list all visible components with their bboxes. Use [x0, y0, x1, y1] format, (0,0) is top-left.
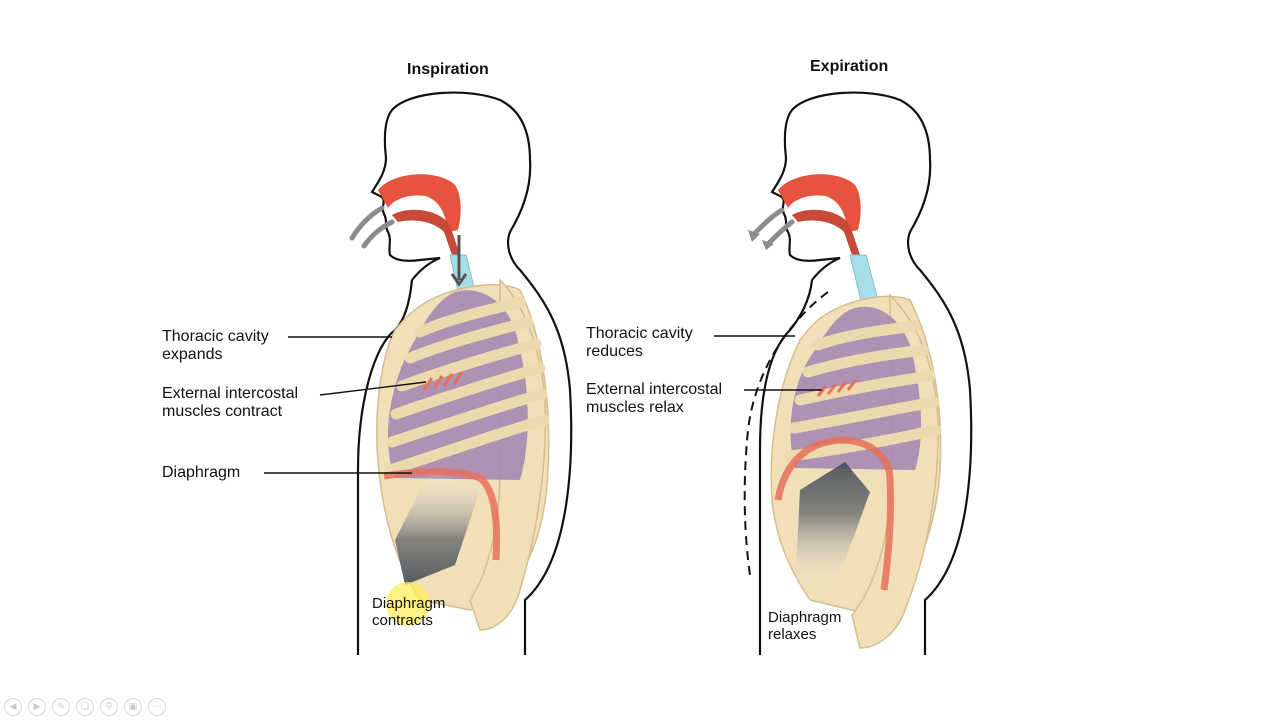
- copy-icon[interactable]: ❏: [76, 698, 94, 716]
- label-line: reduces: [586, 343, 643, 360]
- next-icon[interactable]: ▶: [28, 698, 46, 716]
- exhale-arrowheads: [748, 230, 774, 250]
- diaphragm-muscle: [774, 436, 895, 591]
- more-icon[interactable]: ⋯: [148, 698, 166, 716]
- diaphragm-muscle: [383, 468, 501, 561]
- label-line: External intercostal: [162, 385, 299, 402]
- diaphragm-down-arrow: [395, 470, 480, 585]
- ribs: [384, 296, 550, 476]
- inhale-arrows: [349, 205, 395, 249]
- diaphragm-relaxes-label: Diaphragm relaxes: [768, 609, 841, 643]
- label-line: Thoracic cavity: [586, 325, 693, 342]
- slides-icon[interactable]: ▣: [124, 698, 142, 716]
- label-line: expands: [162, 346, 223, 363]
- intercostal-muscle: [422, 371, 464, 391]
- thoracic-cavity-label: Thoracic cavity expands: [162, 328, 269, 364]
- diaphragm-contracts-label: Diaphragm contracts: [372, 595, 445, 629]
- body-outline: [758, 91, 973, 655]
- label-line: Diaphragm: [768, 609, 842, 626]
- nasal-airway: [378, 174, 461, 232]
- label-line: Thoracic cavity: [162, 328, 269, 345]
- expiration-figure: [714, 91, 973, 655]
- exhale-arrows: [751, 207, 795, 247]
- zoom-icon[interactable]: ⚲: [100, 698, 118, 716]
- oral-airway: [392, 209, 460, 255]
- expiration-title: Expiration: [810, 58, 889, 75]
- label-line: contracts: [372, 612, 433, 629]
- intercostal-muscle: [816, 379, 858, 397]
- label-line: relaxes: [768, 626, 817, 643]
- label-line: muscles contract: [162, 403, 283, 420]
- presentation-toolbar: ◀ ▶ ✎ ❏ ⚲ ▣ ⋯: [4, 698, 166, 716]
- cursor-highlight: [386, 582, 430, 626]
- intercostal-leader: [319, 381, 427, 396]
- airflow-arrow: [450, 235, 468, 287]
- label-line: Diaphragm: [372, 595, 446, 612]
- prev-icon[interactable]: ◀: [4, 698, 22, 716]
- pen-icon[interactable]: ✎: [52, 698, 70, 716]
- label-line: muscles relax: [586, 399, 684, 416]
- intercostal-label: External intercostal muscles contract: [162, 385, 298, 421]
- body-outline: [356, 91, 573, 655]
- nasal-airway: [778, 174, 861, 232]
- label-line: External intercostal: [586, 381, 723, 398]
- thoracic-cavity-label: Thoracic cavity reduces: [586, 325, 693, 361]
- inspiration-figure: [264, 91, 573, 655]
- dashed-expanded-outline: [743, 291, 829, 576]
- diaphragm-label: Diaphragm: [162, 464, 241, 481]
- inspiration-title: Inspiration: [407, 61, 489, 78]
- diaphragm-up-arrow: [795, 462, 870, 590]
- oral-airway: [792, 209, 860, 255]
- intercostal-label: External intercostal muscles relax: [586, 381, 722, 417]
